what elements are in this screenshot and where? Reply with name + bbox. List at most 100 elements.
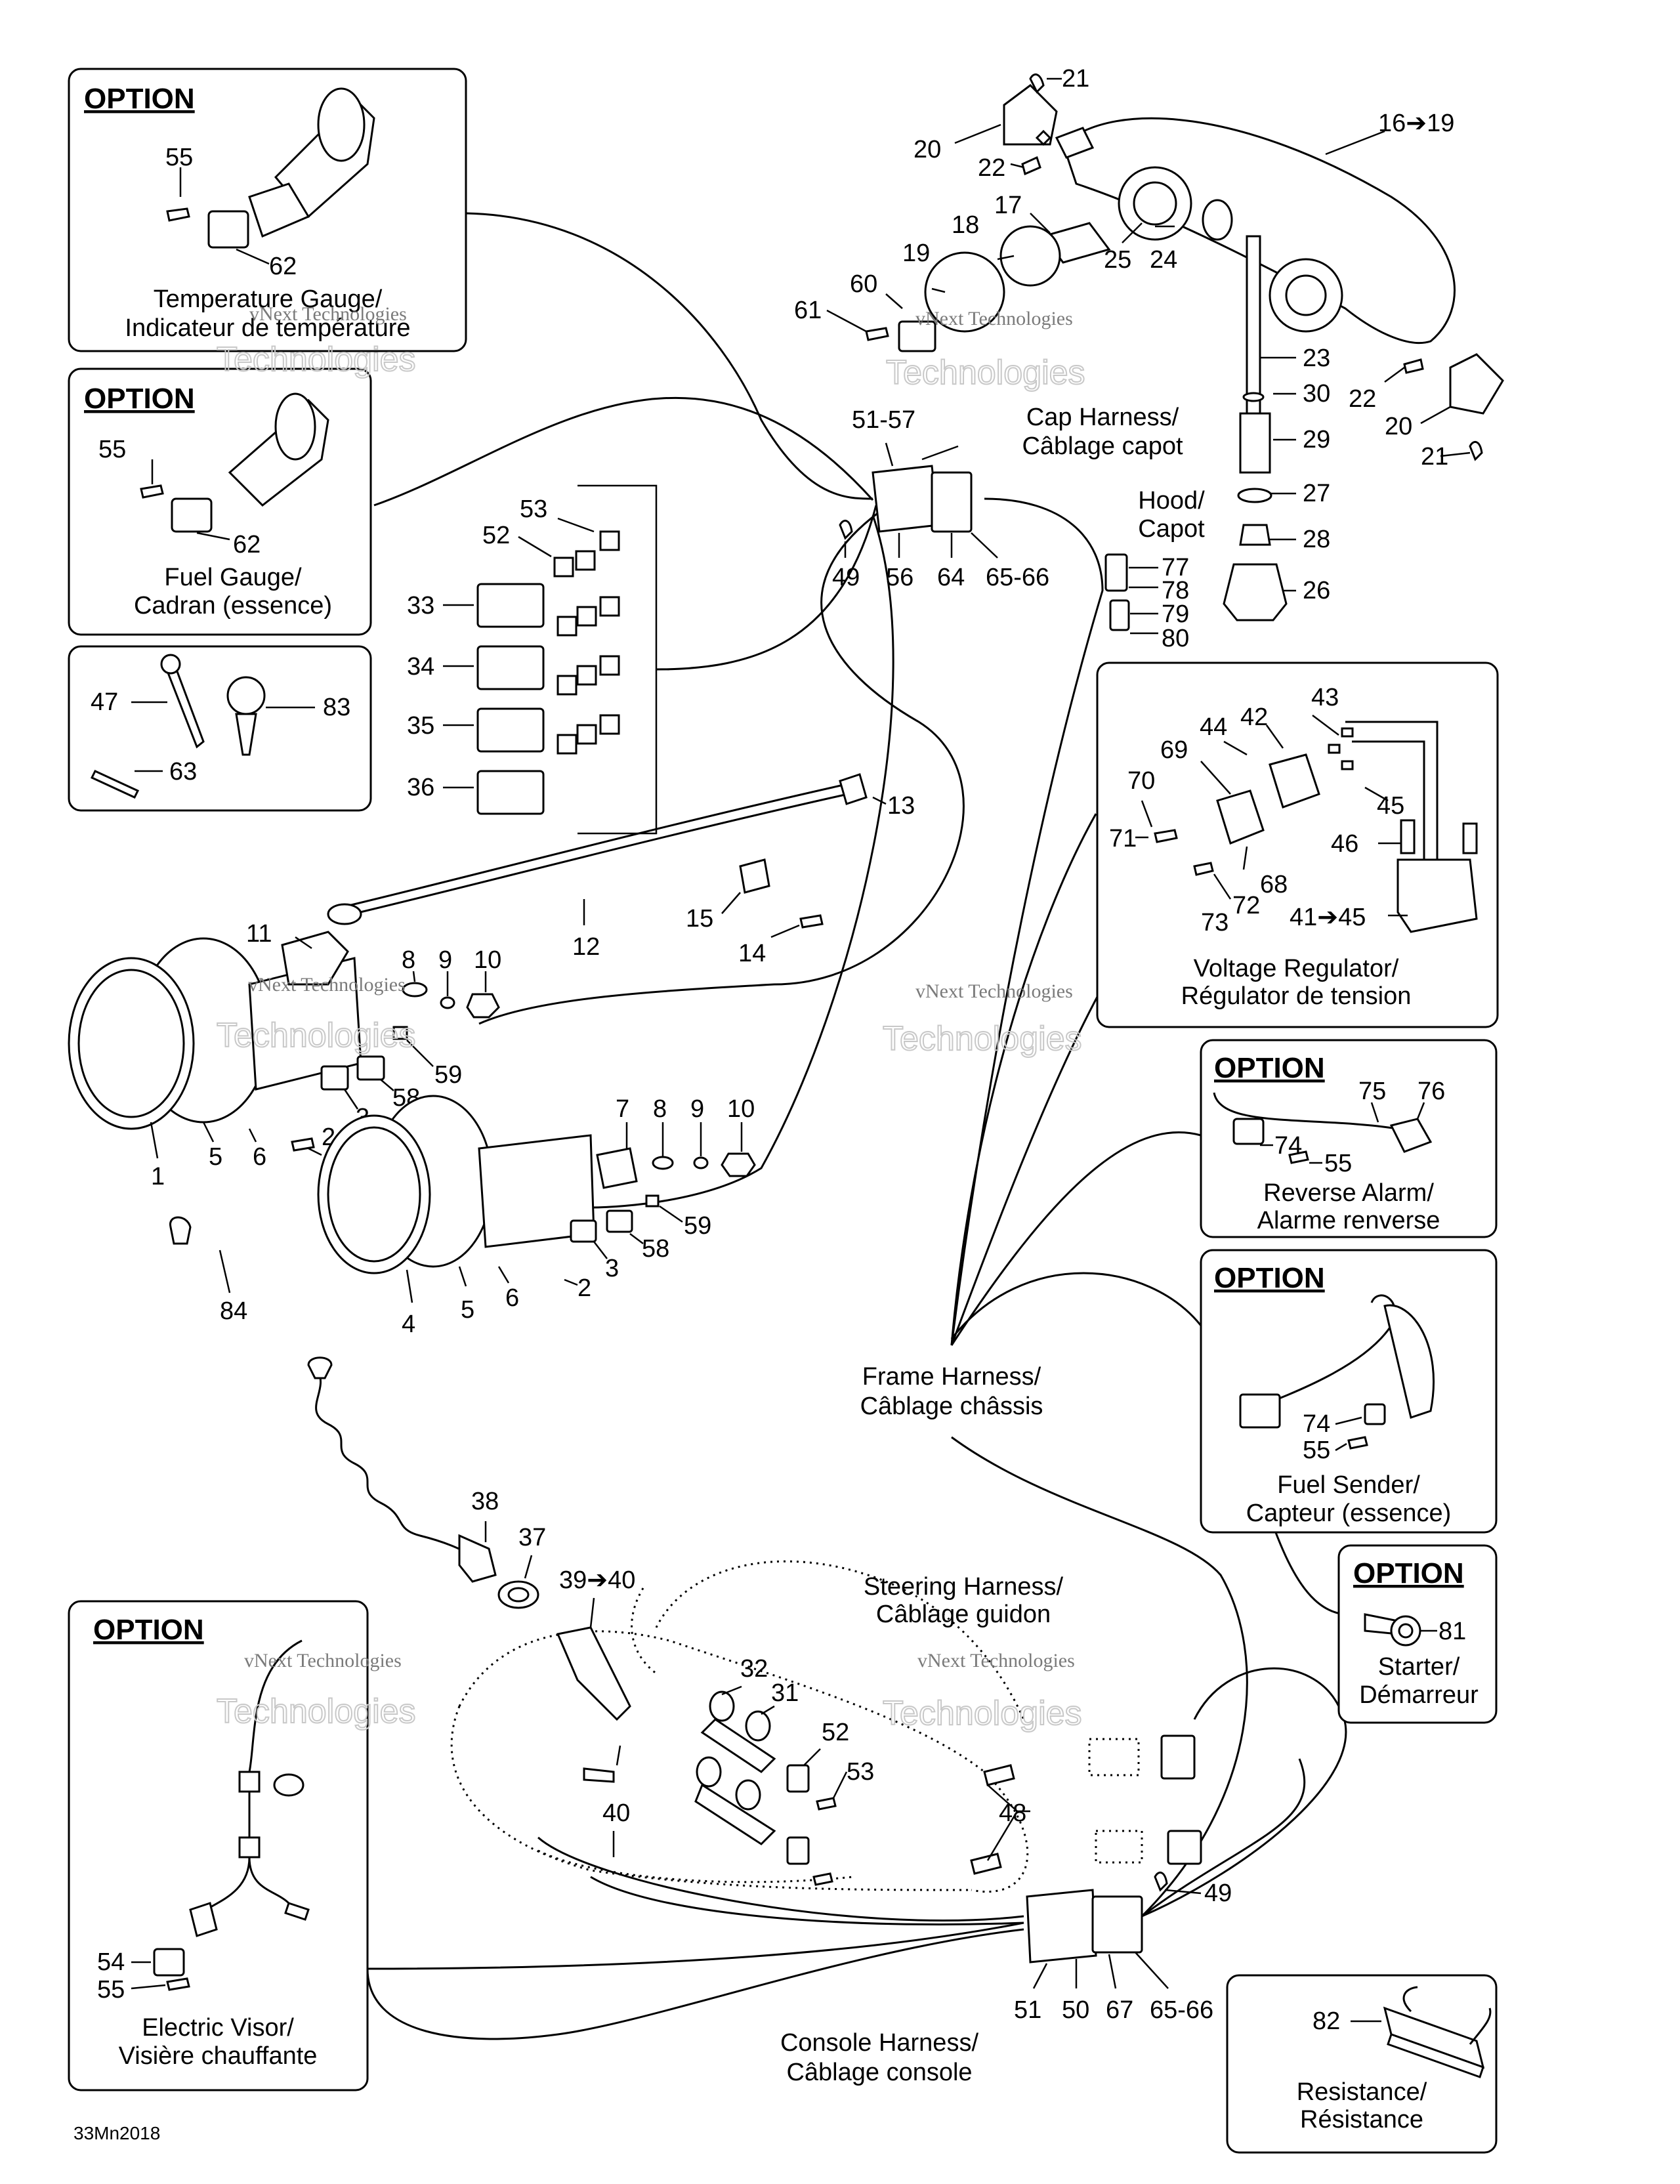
- callout-79: 79: [1162, 600, 1189, 628]
- callout-13: 13: [887, 792, 915, 820]
- voltage-regulator-box: 43 44 42 69 70 45 71 46 68 72 73 41➔45 V…: [1096, 662, 1499, 1028]
- watermark-text: vNext Technologies: [915, 980, 1073, 1002]
- option-label: OPTION: [1353, 1557, 1464, 1589]
- callout-9: 9: [438, 946, 452, 974]
- callout-71: 71: [1109, 825, 1137, 852]
- callout-20: 20: [1385, 413, 1412, 440]
- callout-15: 15: [686, 905, 713, 933]
- watermark-text: vNext Technologies: [249, 303, 407, 325]
- callout-26: 26: [1303, 577, 1330, 604]
- callout-54: 54: [97, 1948, 125, 1976]
- option-fuel-sender: OPTION 74 55 Fuel Sender/ Capteur (essen…: [1200, 1249, 1498, 1534]
- callout-19: 19: [902, 240, 930, 267]
- electric-visor-line-1: Electric Visor/: [142, 2014, 294, 2042]
- callout-20: 20: [914, 136, 941, 163]
- callout-2: 2: [578, 1274, 591, 1302]
- callout-80: 80: [1162, 625, 1189, 652]
- callout-10: 10: [727, 1095, 755, 1123]
- option-fuel-gauge: OPTION 55 62 Fuel Gauge/ Cadran (essence…: [68, 368, 372, 636]
- caption-line-1: Temperature Gauge/: [154, 285, 383, 313]
- handlebar-console-area: 38 37 39➔40 32 31 52 53 40 48 Steering H…: [307, 1356, 1064, 1893]
- callout-30: 30: [1303, 380, 1330, 408]
- callout-32: 32: [740, 1655, 768, 1683]
- callout-3: 3: [605, 1255, 619, 1282]
- callout-43: 43: [1311, 684, 1339, 711]
- connector-group-33-36: 53 52 33 34 35 36: [407, 484, 669, 835]
- callout-59: 59: [434, 1061, 462, 1089]
- callout-47: 47: [91, 688, 118, 716]
- steering-harness-line-2: Câblage guidon: [876, 1601, 1051, 1628]
- callout-55: 55: [165, 144, 193, 171]
- callout-58: 58: [642, 1235, 669, 1263]
- callout-11: 11: [246, 920, 272, 948]
- callout-38: 38: [471, 1488, 499, 1515]
- callout-37: 37: [518, 1524, 546, 1551]
- callout-84: 84: [220, 1297, 247, 1325]
- reverse-alarm-line-1: Reverse Alarm/: [1263, 1179, 1434, 1207]
- callout-45: 45: [1377, 792, 1404, 820]
- callout-59: 59: [684, 1212, 711, 1240]
- callout-83: 83: [323, 694, 350, 721]
- option-label: OPTION: [93, 1614, 204, 1646]
- console-harness-line-2: Câblage console: [786, 2059, 972, 2086]
- callout-12: 12: [572, 933, 600, 961]
- callout-49: 49: [1204, 1880, 1232, 1907]
- hardware-box: 47 83 63: [68, 645, 372, 812]
- starter-line-2: Démarreur: [1359, 1681, 1479, 1709]
- watermark-outline: Technologies: [217, 341, 416, 379]
- resistance-line-1: Resistance/: [1297, 2078, 1427, 2106]
- callout-65-66: 65-66: [1150, 1996, 1213, 2024]
- watermark-text: vNext Technologies: [244, 1650, 402, 1671]
- watermark-outline: Technologies: [217, 1692, 416, 1731]
- callout-81: 81: [1438, 1618, 1466, 1645]
- callout-28: 28: [1303, 526, 1330, 553]
- callout-74: 74: [1274, 1132, 1302, 1160]
- callout-5: 5: [461, 1296, 474, 1324]
- callout-76: 76: [1418, 1078, 1445, 1105]
- callout-35: 35: [407, 712, 434, 740]
- headlight-assembly: 21 20 22 16➔19 17 18 25 24 19 60 61 23 2…: [794, 65, 1504, 621]
- hood-connectors: Hood/ Capot 77 78 79 80: [1104, 487, 1205, 652]
- callout-25: 25: [1104, 246, 1131, 274]
- frame-harness-line-2: Câblage châssis: [860, 1393, 1043, 1420]
- callout-51-57: 51-57: [852, 406, 915, 434]
- gauge-4-assembly: 7 8 9 10 59 58 3 2 6 5 4: [317, 1095, 756, 1338]
- callout-8: 8: [402, 946, 415, 974]
- callout-18: 18: [952, 211, 979, 239]
- resistance-line-2: Résistance: [1300, 2106, 1423, 2133]
- callout-62: 62: [269, 253, 297, 280]
- callout-39-40: 39➔40: [559, 1566, 635, 1594]
- callout-7: 7: [616, 1095, 629, 1123]
- watermark-text: vNext Technologies: [917, 1650, 1075, 1671]
- callout-36: 36: [407, 774, 434, 801]
- callout-60: 60: [850, 270, 877, 298]
- voltage-regulator-line-1: Voltage Regulator/: [1194, 955, 1399, 982]
- callout-21: 21: [1062, 65, 1089, 93]
- steering-harness-line-1: Steering Harness/: [864, 1573, 1064, 1601]
- callout-49: 49: [832, 564, 860, 591]
- watermark-outline: Technologies: [883, 1020, 1082, 1058]
- watermark-text: vNext Technologies: [248, 974, 406, 996]
- callout-82: 82: [1312, 2007, 1340, 2035]
- callout-50: 50: [1062, 1996, 1089, 2024]
- resistance-box: 82 Resistance/ Résistance: [1226, 1974, 1498, 2154]
- callout-44: 44: [1200, 713, 1227, 741]
- callout-6: 6: [505, 1284, 519, 1312]
- callout-67: 67: [1106, 1996, 1133, 2024]
- callout-29: 29: [1303, 426, 1330, 453]
- callout-75: 75: [1358, 1078, 1386, 1105]
- callout-70: 70: [1127, 767, 1155, 795]
- callout-78: 78: [1162, 577, 1189, 604]
- callout-77: 77: [1162, 554, 1189, 581]
- callout-55: 55: [98, 436, 126, 463]
- callout-48: 48: [999, 1799, 1026, 1827]
- callout-14: 14: [738, 940, 766, 967]
- callout-52: 52: [482, 522, 510, 549]
- callout-10: 10: [474, 946, 501, 974]
- cap-harness-line-1: Cap Harness/: [1026, 404, 1179, 431]
- callout-51: 51: [1014, 1996, 1041, 2024]
- callout-24: 24: [1150, 246, 1177, 274]
- callout-74: 74: [1303, 1410, 1330, 1438]
- callout-27: 27: [1303, 480, 1330, 507]
